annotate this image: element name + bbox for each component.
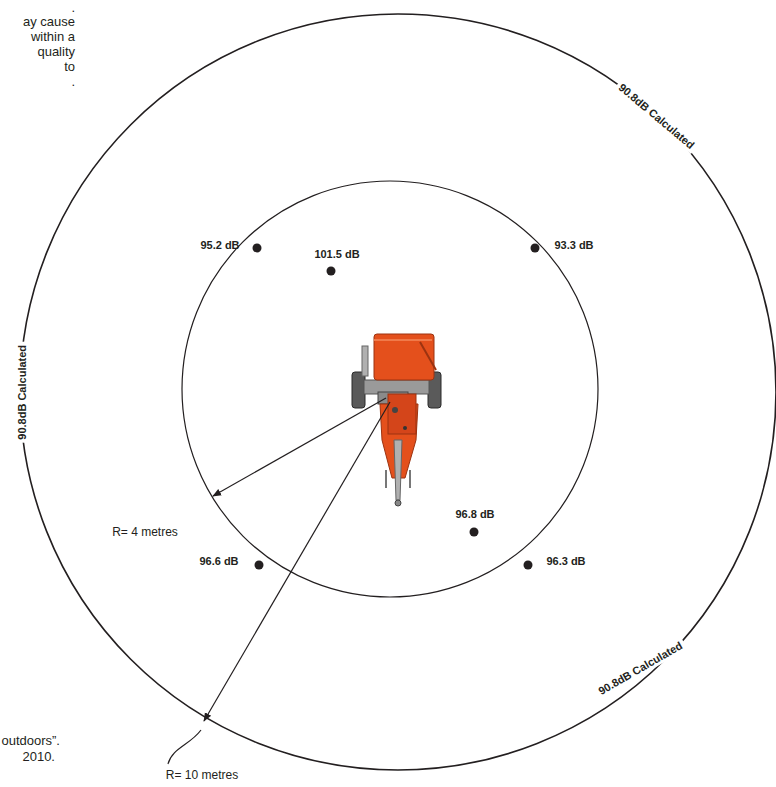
measured-level: 96.6 dB (199, 555, 238, 568)
cropped-note: to (64, 60, 75, 75)
calculated-level-label: 90.8dB Calculated (613, 79, 698, 153)
outer-radius-circle (20, 14, 776, 770)
inner-radius-circle (182, 181, 598, 597)
machine-illustration (352, 334, 441, 506)
calculated-level-label: 90.8dB Calculated (593, 637, 687, 698)
cropped-note: ay cause (23, 15, 75, 30)
measured-level: 96.3 dB (546, 555, 585, 568)
measurement-points (253, 244, 540, 570)
cropped-note: . (71, 75, 75, 90)
radius-label: R= 10 metres (163, 769, 241, 783)
cropped-reference: 2010. (22, 750, 55, 765)
cropped-note: within a (31, 30, 75, 45)
radius-label: R= 4 metres (109, 526, 181, 540)
cropped-reference: outdoors”. (1, 734, 60, 749)
cropped-note: quality (37, 45, 75, 60)
radius-leaders (168, 398, 390, 764)
measured-level: 96.8 dB (455, 508, 494, 521)
calculated-level-label: 90.8dB Calculated (16, 342, 29, 443)
cropped-note: . (71, 1, 75, 16)
measured-level: 101.5 dB (314, 248, 359, 261)
measured-level: 93.3 dB (554, 239, 593, 252)
measured-level: 95.2 dB (200, 239, 239, 252)
